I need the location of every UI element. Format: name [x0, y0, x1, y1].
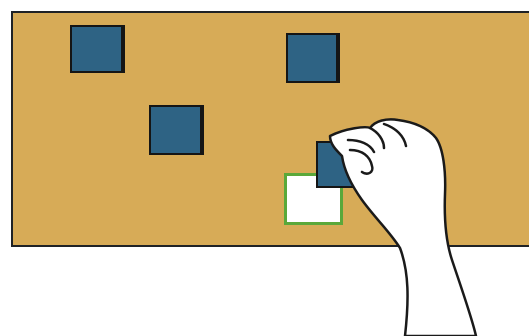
game-board — [11, 11, 529, 247]
tile-top-left[interactable] — [70, 25, 125, 73]
tile-being-dragged[interactable] — [316, 141, 362, 188]
tile-top-right[interactable] — [286, 33, 340, 83]
tile-middle[interactable] — [149, 105, 204, 155]
